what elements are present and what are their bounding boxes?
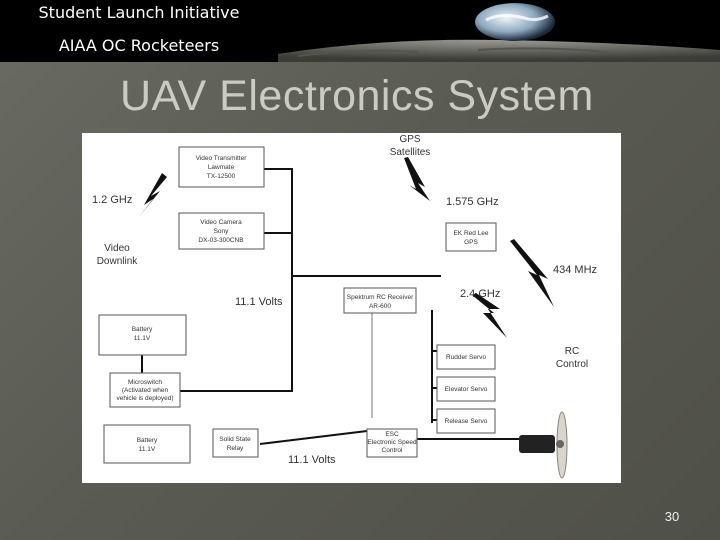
gps-unit-label-2: GPS: [464, 239, 478, 246]
earth-moon-image: [278, 0, 720, 62]
battery-upper-label-1: Battery: [132, 326, 153, 333]
video-transmitter-label-1: Video Transmitter: [196, 155, 248, 162]
video-downlink-label-1: Video: [104, 243, 130, 254]
gps-unit-label-1: EK Red Lee: [453, 230, 488, 237]
video-camera-box: [178, 212, 265, 250]
volts-upper-label: 11.1 Volts: [235, 296, 283, 308]
rudder-servo-box: [436, 344, 496, 370]
battery-lower-box: [103, 424, 191, 464]
microswitch-box: [109, 372, 181, 408]
header-bar: Student Launch Initiative AIAA OC Rocket…: [0, 0, 720, 62]
battery-lower-label-1: Battery: [137, 437, 158, 444]
battery-upper-label-2: 11.1V: [134, 335, 151, 342]
lightning-bolt-rc-short: [472, 293, 507, 338]
microswitch-label-2: (Activated when: [122, 387, 169, 394]
freq-gps-label: 1.575 GHz: [446, 196, 499, 208]
gps-satellites-label-1: GPS: [399, 134, 420, 145]
video-transmitter-label-3: TX-12500: [207, 173, 236, 180]
video-transmitter-box: [178, 146, 265, 188]
freq-video-label: 1.2 GHz: [92, 194, 132, 206]
solid-state-relay-label-1: Solid State: [219, 436, 251, 443]
solid-state-relay-label-2: Relay: [227, 445, 244, 452]
header-line-2: AIAA OC Rocketeers: [58, 36, 220, 55]
battery-lower-label-2: 11.1V: [139, 446, 156, 453]
spektrum-receiver-label-1: Spektrum RC Receiver: [347, 294, 414, 301]
gps-unit-box: [445, 222, 497, 252]
elevator-servo-label: Elevator Servo: [445, 386, 488, 393]
video-camera-label-2: Sony: [214, 228, 230, 235]
gps-satellites-label-2: Satellites: [390, 147, 431, 158]
esc-label-1: ESC: [385, 431, 399, 438]
spektrum-receiver-label-2: AR-600: [369, 303, 391, 310]
solid-state-relay-box: [212, 428, 259, 458]
page-number: 30: [664, 509, 680, 524]
power-bus-main: [180, 168, 293, 392]
video-camera-label-3: DX-03-300CNB: [198, 237, 243, 244]
lightning-bolt-gps: [404, 157, 430, 201]
release-servo-box: [436, 408, 496, 434]
lightning-bolt-rc-long: [510, 239, 554, 307]
microswitch-label-3: vehicle is deployed): [116, 395, 173, 402]
servo-rail: [432, 350, 437, 421]
diagram-panel: 1.2 GHz Video Downlink GPS Satellites 1.…: [82, 133, 621, 483]
volts-lower-label: 11.1 Volts: [288, 454, 336, 466]
lightning-bolt-video: [139, 173, 167, 217]
battery-upper-box: [98, 314, 187, 356]
freq-rc-control-label: 434 MHz: [553, 264, 597, 276]
motor-propeller-icon: [502, 411, 568, 479]
header-line-1: Student Launch Initiative: [38, 3, 240, 22]
microswitch-label-1: Microswitch: [128, 379, 162, 386]
power-bus-relay-esc: [259, 430, 368, 445]
slide-title: UAV Electronics System: [120, 72, 594, 120]
rudder-servo-label: Rudder Servo: [446, 354, 486, 361]
spektrum-receiver-box: [343, 287, 417, 314]
video-transmitter-label-2: Lawmate: [208, 164, 235, 171]
rc-control-label-1: RC: [565, 346, 579, 357]
rc-control-label-2: Control: [556, 359, 588, 370]
esc-label-3: Control: [382, 447, 404, 454]
freq-rc-link-label: 2.4 GHz: [460, 288, 500, 300]
video-camera-label-1: Video Camera: [200, 219, 242, 226]
video-downlink-label-2: Downlink: [97, 256, 139, 267]
uav-electronics-diagram: 1.2 GHz Video Downlink GPS Satellites 1.…: [92, 134, 597, 479]
release-servo-label: Release Servo: [445, 418, 488, 425]
esc-box: [366, 428, 418, 458]
esc-label-2: Electronic Speed: [367, 439, 417, 446]
elevator-servo-box: [436, 376, 496, 402]
